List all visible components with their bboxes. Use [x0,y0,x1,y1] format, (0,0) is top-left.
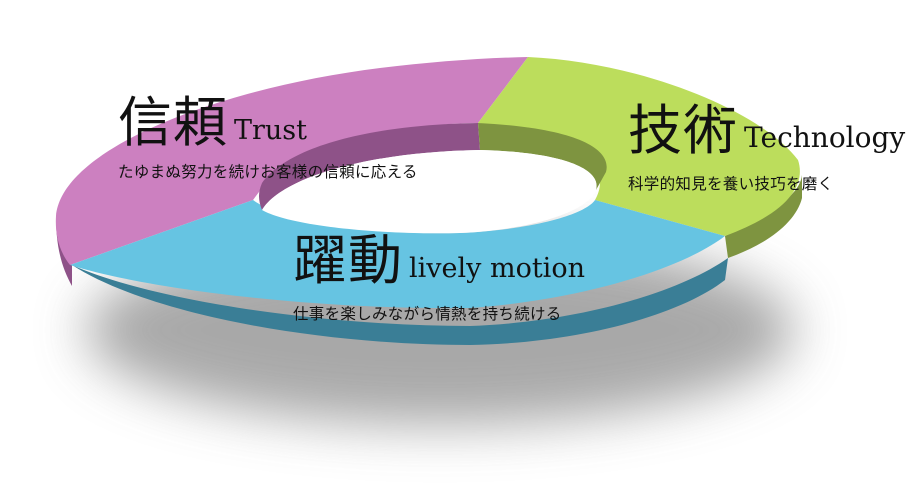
technology-inner-wall [478,123,607,190]
lively-description: 仕事を楽しみながら情熱を持ち続ける [293,305,562,323]
trust-description: たゆまぬ努力を続けお客様の信頼に応える [118,163,418,181]
technology-title: 技術 [628,99,738,162]
technology-english: Technology [744,121,906,154]
lively-segment-top [70,200,725,309]
ring-hole [262,150,597,234]
technology-segment-top [478,57,800,236]
lively-title: 躍動 [293,229,403,292]
trust-english: Trust [234,115,308,146]
lively-segment-side [72,258,728,345]
trust-title: 信頼 [118,91,228,154]
lively-english: lively motion [409,253,585,284]
trust-inner-wall [259,123,480,210]
trust-segment-side [56,216,72,286]
technology-description: 科学的知見を養い技巧を磨く [628,175,834,193]
